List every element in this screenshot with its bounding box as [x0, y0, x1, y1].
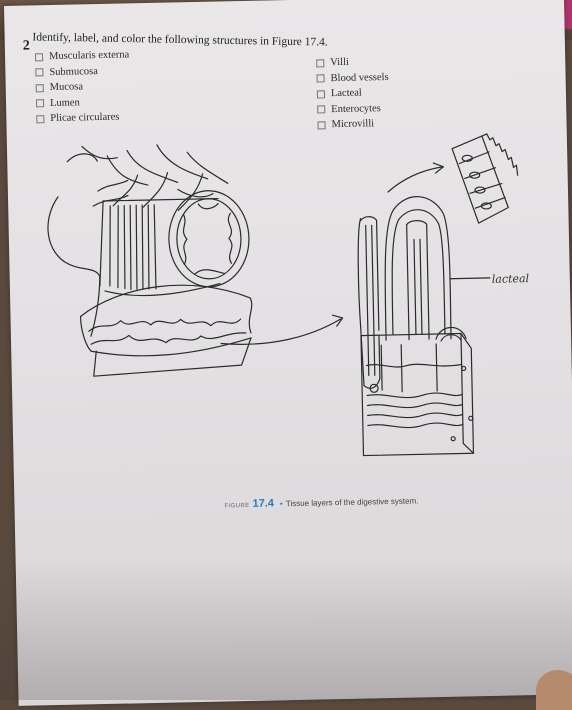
- checkbox-icon[interactable]: [36, 114, 45, 124]
- checklist-item[interactable]: Lacteal: [316, 85, 389, 102]
- checkbox-icon[interactable]: [317, 105, 326, 114]
- checklist-label: Muscularis externa: [48, 49, 130, 63]
- checkbox-icon[interactable]: [35, 68, 44, 77]
- enterocytes-illustration: [451, 133, 519, 224]
- structure-list-right: Villi Blood vessels Lacteal Enterocytes …: [316, 54, 390, 133]
- digestive-tissue-figure: [47, 133, 519, 457]
- question-number: 2: [22, 38, 30, 54]
- caption-text: Tissue layers of the digestive system.: [285, 496, 419, 509]
- figure-number: 17.4: [252, 497, 275, 510]
- checklist-item[interactable]: Enterocytes: [317, 100, 389, 117]
- checkbox-icon[interactable]: [35, 83, 44, 93]
- checkbox-icon[interactable]: [316, 90, 325, 99]
- checkbox-icon[interactable]: [317, 121, 326, 130]
- question-instruction: Identify, label, and color the following…: [32, 31, 328, 49]
- checkbox-icon[interactable]: [316, 59, 325, 68]
- checklist-label: Lumen: [49, 97, 80, 109]
- checklist-label: Submucosa: [49, 65, 98, 78]
- checklist-label: Microvilli: [331, 118, 375, 131]
- checklist-label: Mucosa: [49, 81, 84, 94]
- checklist-label: Blood vessels: [330, 71, 389, 84]
- label-leader-line: [449, 277, 491, 280]
- checkbox-icon[interactable]: [35, 99, 45, 108]
- villus-illustration: [357, 196, 475, 457]
- finger-corner: [536, 670, 572, 710]
- checklist-item[interactable]: Blood vessels: [316, 69, 389, 86]
- checklist-item[interactable]: Plicae circulares: [36, 109, 130, 126]
- checkbox-icon[interactable]: [316, 74, 325, 83]
- checkbox-icon[interactable]: [34, 52, 44, 62]
- handwritten-label: lacteal: [491, 272, 530, 286]
- worksheet-page: 2 Identify, label, and color the followi…: [4, 0, 572, 706]
- checklist-label: Villi: [330, 57, 349, 69]
- structure-list-left: Muscularis externa Submucosa Mucosa Lume…: [34, 47, 131, 126]
- checklist-item[interactable]: Villi: [316, 54, 388, 71]
- intestine-segment-illustration: [47, 144, 445, 377]
- checklist-label: Plicae circulares: [50, 111, 120, 125]
- figure-label: FIGURE: [224, 502, 250, 510]
- checklist-label: Lacteal: [330, 87, 362, 100]
- caption-separator: •: [279, 499, 283, 509]
- checklist-label: Enterocytes: [331, 102, 381, 115]
